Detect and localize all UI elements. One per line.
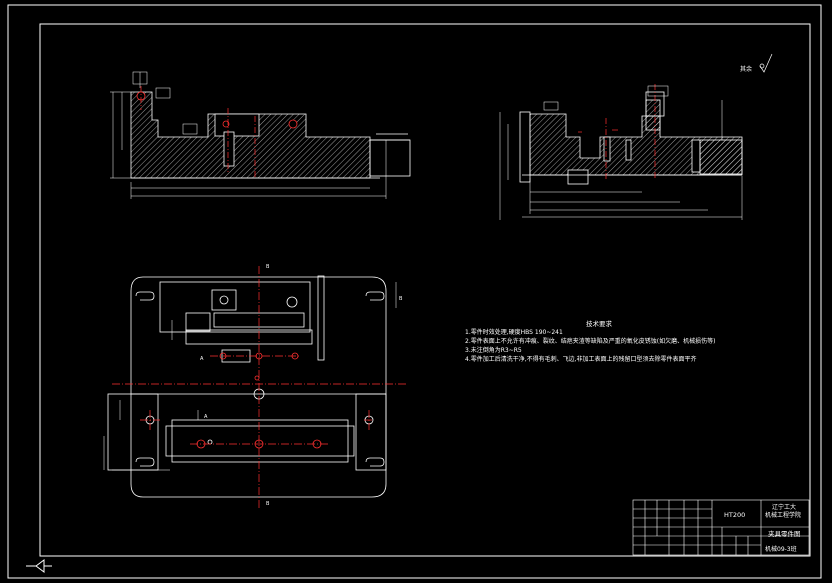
tech-notes-title: 技术要求 xyxy=(586,320,612,328)
title-block-part-name: 夹具零件图 xyxy=(768,530,801,538)
direction-arrow-icon xyxy=(26,559,52,573)
plan-view-centerlines xyxy=(112,266,408,508)
tech-note-line-4: 4.零件加工后清洗干净,不得有毛刺、飞边,非加工表面上的残留口型须去除零件表面平… xyxy=(465,356,697,363)
title-block xyxy=(632,499,810,556)
plan-view xyxy=(107,275,387,498)
tech-note-line-3: 3.未注倒角为R3~R5 xyxy=(465,347,522,354)
drawing-frame xyxy=(39,23,811,557)
section-marker-a-left: A xyxy=(200,356,204,362)
roughness-label: 其余 xyxy=(740,65,752,73)
outer-border xyxy=(7,4,822,579)
plan-view-dimensions xyxy=(103,282,397,471)
section-marker-a-top: A xyxy=(204,414,208,420)
title-block-school-line2: 机械工程学院 xyxy=(765,512,802,519)
front-section-centerlines xyxy=(140,86,256,178)
title-block-school-line1: 辽宁工大 xyxy=(772,504,797,511)
section-marker-top: B xyxy=(266,264,270,270)
tech-note-line-1: 1.零件时效处理,硬度HBS 190~241 xyxy=(465,329,563,336)
title-block-material: HT200 xyxy=(724,511,746,519)
section-markers: B B B A A xyxy=(200,264,403,507)
front-section-view xyxy=(130,91,411,179)
side-section-dimensions xyxy=(499,85,743,220)
side-section-view xyxy=(519,91,743,185)
tech-note-line-2: 2.零件表面上不允许有冲痕、裂纹、结疤夹渣等缺陷及严重的氧化皮锈蚀(如欠磨、机械… xyxy=(465,338,716,345)
side-section-centerlines xyxy=(578,84,656,180)
section-marker-bottom: B xyxy=(266,501,270,507)
surface-roughness-symbol xyxy=(759,53,773,73)
title-block-drawing-no: 机械09-3班 xyxy=(765,546,797,553)
front-section-dimensions xyxy=(110,71,387,199)
section-marker-right: B xyxy=(399,296,403,302)
